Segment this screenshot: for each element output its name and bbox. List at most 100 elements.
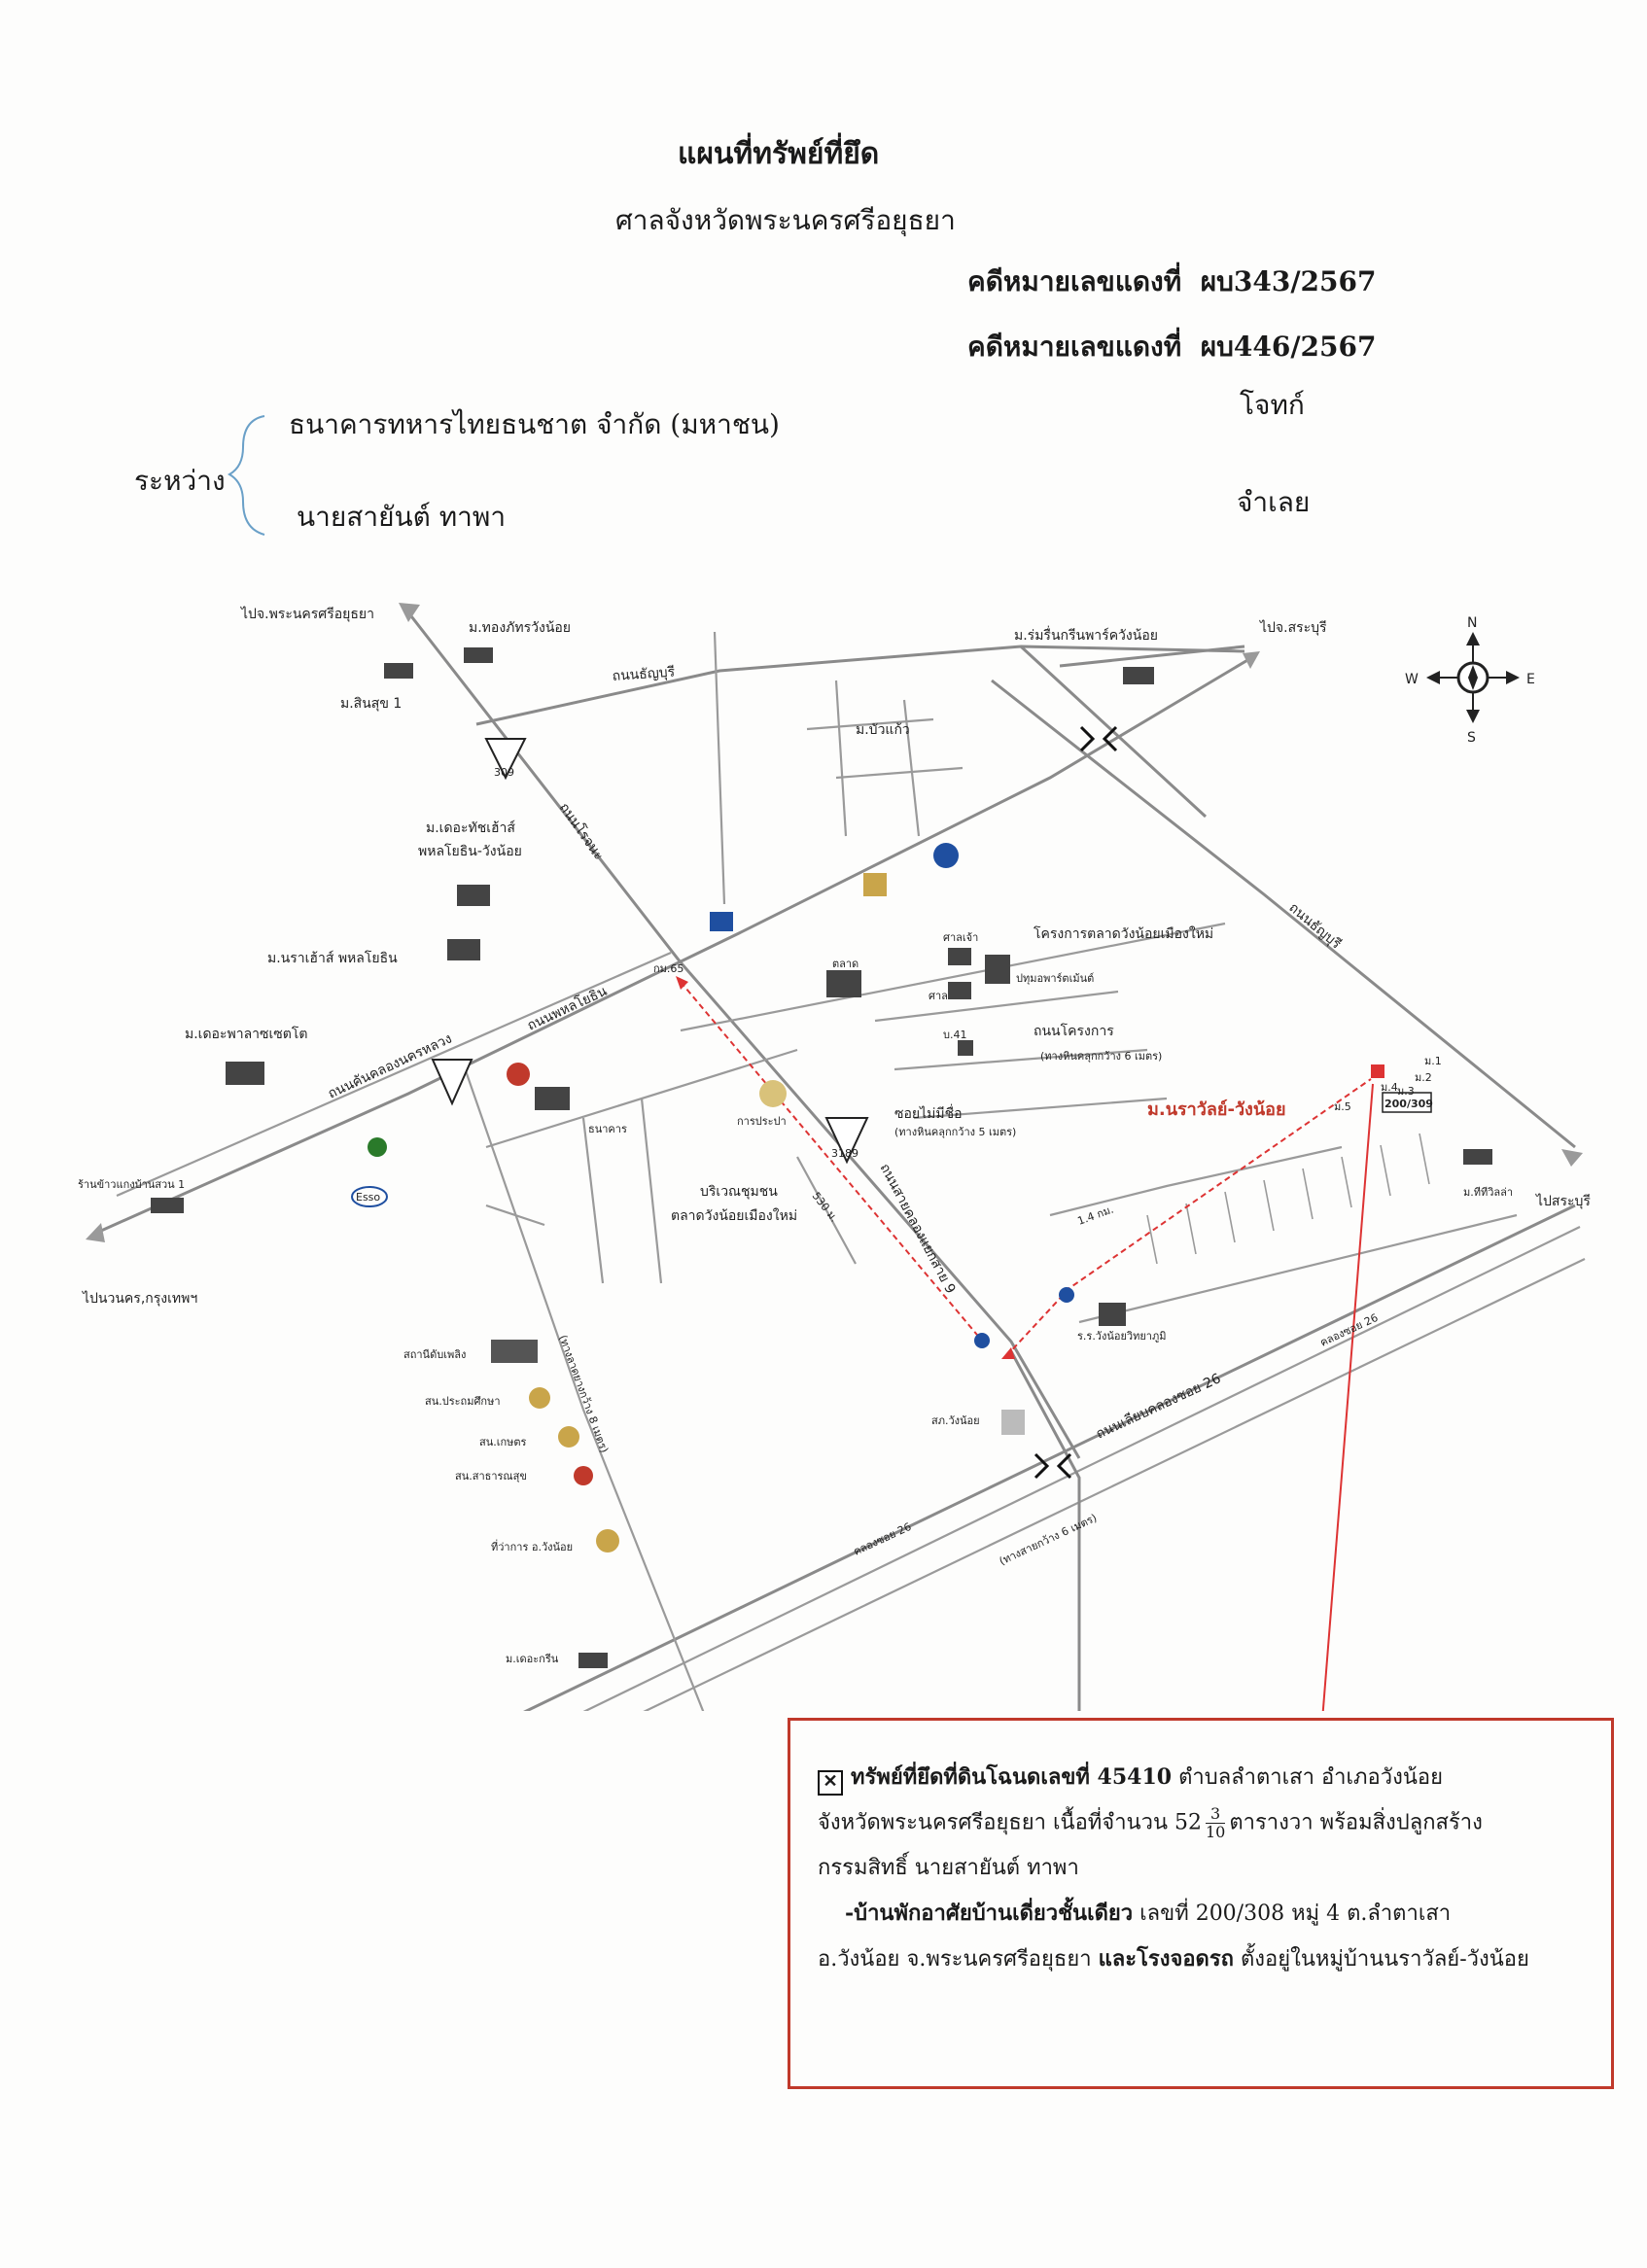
pt-station-icon	[507, 1063, 530, 1086]
info-line-1: ✕ ทรัพย์ที่ยึดที่ดินโฉนดเลขที่ 45410 ตำบล…	[818, 1760, 1584, 1796]
garuda-triangle-icon	[431, 1059, 473, 1106]
label-m-thegreen: ม.เดอะกรีน	[506, 1653, 559, 1665]
label-soi: ซอยไม่มีชื่อ	[894, 1104, 963, 1122]
between-label: ระหว่าง	[134, 465, 226, 497]
info-address: เลขที่ 200/308 หมู่ 4 ต.ลำตาเสา	[1139, 1902, 1452, 1926]
defendant-role: จำเลย	[1237, 486, 1311, 518]
info-line-4: -บ้านพักอาศัยบ้านเดี่ยวชั้นเดียว เลขที่ …	[818, 1896, 1584, 1932]
house-icon	[1123, 667, 1154, 684]
esso-logo-icon: Esso	[351, 1186, 388, 1207]
label-district-office: ที่ว่าการ อ.วังน้อย	[491, 1539, 573, 1553]
svg-text:ม.3: ม.3	[1397, 1085, 1415, 1098]
svg-text:3189: 3189	[831, 1147, 859, 1160]
label-to-ayutthaya: ไปจ.พระนครศรีอยุธยา	[240, 606, 374, 622]
apartment-icon	[985, 955, 1010, 984]
house-icon	[151, 1198, 184, 1213]
defendant-name: นายสายันต์ ทาพา	[297, 501, 507, 533]
label-health: สน.สาธารณสุข	[455, 1470, 527, 1483]
info-title: ทรัพย์ที่ยึดที่ดินโฉนดเลขที่ 45410	[851, 1764, 1173, 1790]
label-m-naravan: ม.นราวัลย์-วังน้อย	[1147, 1099, 1286, 1120]
info-location: ตำบลลำตาเสา อำเภอวังน้อย	[1178, 1765, 1443, 1790]
route-3189-shield-icon: 3189	[824, 1117, 869, 1165]
svg-text:ม.2: ม.2	[1415, 1071, 1432, 1084]
label-police-2: สน.เกษตร	[479, 1436, 527, 1448]
svg-text:ม.1: ม.1	[1424, 1055, 1442, 1067]
label-to-saraburi-top: ไปจ.สระบุรี	[1259, 619, 1327, 636]
label-police-1: สน.ประถมศึกษา	[425, 1395, 501, 1408]
compass-e: E	[1526, 672, 1535, 687]
house-icon	[464, 647, 493, 663]
house-icon	[457, 885, 490, 906]
fire-truck-icon	[491, 1340, 538, 1363]
label-m-tiwa: ม.ทีทีวิลล่า	[1463, 1186, 1513, 1199]
location-map: ไปจ.พระนครศรีอยุธยา ไปจ.สระบุรี ไปสระบุร…	[78, 603, 1591, 1711]
ptt-station-icon	[933, 843, 959, 868]
info-province: อ.วังน้อย จ.พระนครศรีอยุธยา	[818, 1947, 1092, 1971]
property-info-box: ✕ ทรัพย์ที่ยึดที่ดินโฉนดเลขที่ 45410 ตำบล…	[788, 1718, 1614, 2089]
fraction-denominator: 10	[1205, 1823, 1226, 1841]
label-m-rommuen: ม.ร่มรื่นกรีนพาร์ควังน้อย	[1014, 626, 1158, 644]
label-community-2: ตลาดวังน้อยเมืองใหม่	[671, 1207, 797, 1224]
shrine-icon	[948, 982, 971, 999]
house-icon	[1463, 1149, 1492, 1165]
temple-icon	[863, 873, 887, 896]
case-value-1: ผบ343/2567	[1200, 265, 1377, 297]
svg-text:309: 309	[494, 766, 514, 779]
label-waterworks: การประปา	[737, 1115, 787, 1128]
label-m-thetrust2: พหลโยธิน-วังน้อย	[418, 843, 522, 859]
label-road-thanyaburi-right: ถนนธัญบุรี	[1285, 900, 1344, 953]
checked-box-icon: ✕	[818, 1770, 843, 1796]
house-icon	[226, 1062, 264, 1085]
label-market-1: ตลาด	[832, 958, 859, 970]
market-icon	[826, 970, 861, 997]
label-m-sinsuk: ม.สินสุข 1	[340, 696, 402, 712]
compass-n: N	[1467, 615, 1477, 631]
house-icon	[447, 939, 480, 960]
label-distance-530: 530 ม.	[810, 1190, 841, 1225]
page-title: แผนที่ทรัพย์ที่ยึด	[678, 137, 880, 171]
house-icons	[151, 647, 1492, 1668]
label-school: ร.ร.วังน้อยวิทยาภูมิ	[1077, 1330, 1166, 1343]
case-number-2: คดีหมายเลขแดงที่ ผบ446/2567	[967, 326, 1376, 368]
case-label-1: คดีหมายเลขแดงที่	[967, 265, 1182, 297]
svg-text:ม.4: ม.4	[1381, 1081, 1398, 1094]
label-house-41: บ.41	[943, 1029, 966, 1041]
info-garage: และโรงจอดรถ	[1098, 1946, 1234, 1971]
info-village: ตั้งอยู่ในหมู่บ้านนราวัลย์-วังน้อย	[1240, 1947, 1529, 1971]
label-road-rojana: ถนนโรจนะ	[556, 800, 608, 863]
label-shrine-1: ศาลเจ้า	[943, 931, 978, 944]
location-pin-icon	[974, 1333, 990, 1348]
label-m-thongphat: ม.ทองภัทรวังน้อย	[469, 620, 571, 636]
plaintiff-name: ธนาคารทหารไทยธนชาต จำกัด (มหาชน)	[289, 408, 780, 440]
route-309-shield-icon: 309	[484, 738, 527, 781]
target-plot-icon: 200/309 ม.1 ม.2 ม.3 ม.4 ม.5	[1334, 1055, 1442, 1113]
case-label-2: คดีหมายเลขแดงที่	[967, 331, 1182, 363]
market-icon	[535, 1087, 570, 1110]
bank-icon	[710, 912, 733, 931]
brace-icon	[227, 415, 265, 536]
info-building-type: -บ้านพักอาศัยบ้านเดี่ยวชั้นเดียว	[844, 1901, 1134, 1926]
label-m-palazzo: ม.เดอะพาลาซเซตโต	[185, 1026, 308, 1042]
label-fire-station: สถานีดับเพลิง	[403, 1348, 466, 1361]
label-canal-26: คลองซอย 26	[852, 1520, 914, 1558]
label-rice-shop: ร้านข้าวแกงบ้านสวน 1	[78, 1178, 185, 1191]
label-road-project-width: (ทางหินคลุกกว้าง 6 เมตร)	[1040, 1050, 1162, 1063]
label-to-bangkok: ไปนวนคร,กรุงเทพฯ	[82, 1290, 197, 1307]
compass-w: W	[1405, 672, 1419, 687]
compass-icon: N S E W	[1405, 615, 1535, 746]
label-m-thetrust: ม.เดอะทัชเฮ้าส์	[426, 820, 515, 836]
label-bank: ธนาคาร	[588, 1123, 627, 1135]
garuda-icon	[596, 1529, 619, 1553]
intersection-icon	[1034, 725, 1118, 1480]
court-name: ศาลจังหวัดพระนครศรีอยุธยา	[615, 204, 956, 236]
house-41-icon	[958, 1040, 973, 1056]
label-canal-width: (ทางสายกว้าง 6 เมตร)	[998, 1512, 1099, 1568]
info-line-3: กรรมสิทธิ์ นายสายันต์ ทาพา	[818, 1856, 1079, 1880]
fraction-numerator: 3	[1205, 1805, 1226, 1824]
shrine-icon	[948, 948, 971, 965]
health-icon	[574, 1466, 593, 1485]
info-area-suffix: ตารางวา พร้อมสิ่งปลูกสร้าง	[1229, 1810, 1483, 1835]
label-road-phahon: ถนนพหลโยธิน	[525, 983, 611, 1034]
